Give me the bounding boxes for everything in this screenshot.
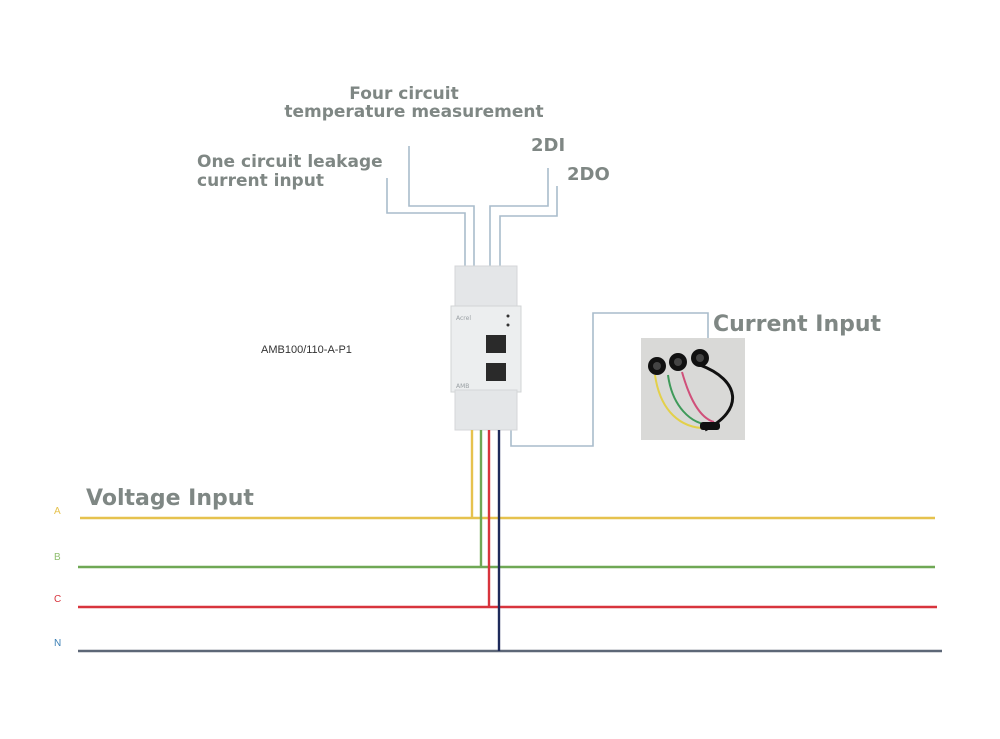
- temperature-label-line2: temperature measurement: [284, 102, 543, 122]
- leakage-wire: [386, 178, 466, 266]
- meter-device: Acrel AMB: [450, 265, 522, 431]
- rj45-port-2: [486, 363, 506, 381]
- phase-c-label: C: [54, 594, 61, 605]
- temperature-wire: [408, 146, 475, 266]
- device-brand: Acrel: [456, 315, 471, 322]
- phase-b-label: B: [54, 552, 61, 563]
- do-label: 2DO: [567, 164, 610, 185]
- model-label: AMB100/110-A-P1: [261, 344, 352, 356]
- signal-wires: [386, 146, 709, 447]
- phase-lines: [78, 430, 942, 653]
- current-input-wire: [510, 312, 709, 447]
- device-series: AMB: [456, 383, 469, 390]
- di-label: 2DI: [531, 135, 565, 156]
- do-wire: [499, 186, 558, 266]
- current-transformer-photo: [641, 338, 745, 440]
- current-input-label: Current Input: [713, 312, 882, 337]
- di-wire: [489, 168, 549, 266]
- leakage-label-line1: One circuit leakage: [197, 152, 383, 172]
- temperature-label-line1: Four circuit: [349, 84, 458, 104]
- phase-a-label: A: [54, 506, 61, 517]
- phase-n-label: N: [54, 638, 61, 649]
- leakage-label-line2: current input: [197, 171, 324, 191]
- rj45-port-1: [486, 335, 506, 353]
- run-led: [506, 314, 510, 318]
- voltage-input-label: Voltage Input: [86, 486, 254, 511]
- com-led: [506, 323, 510, 327]
